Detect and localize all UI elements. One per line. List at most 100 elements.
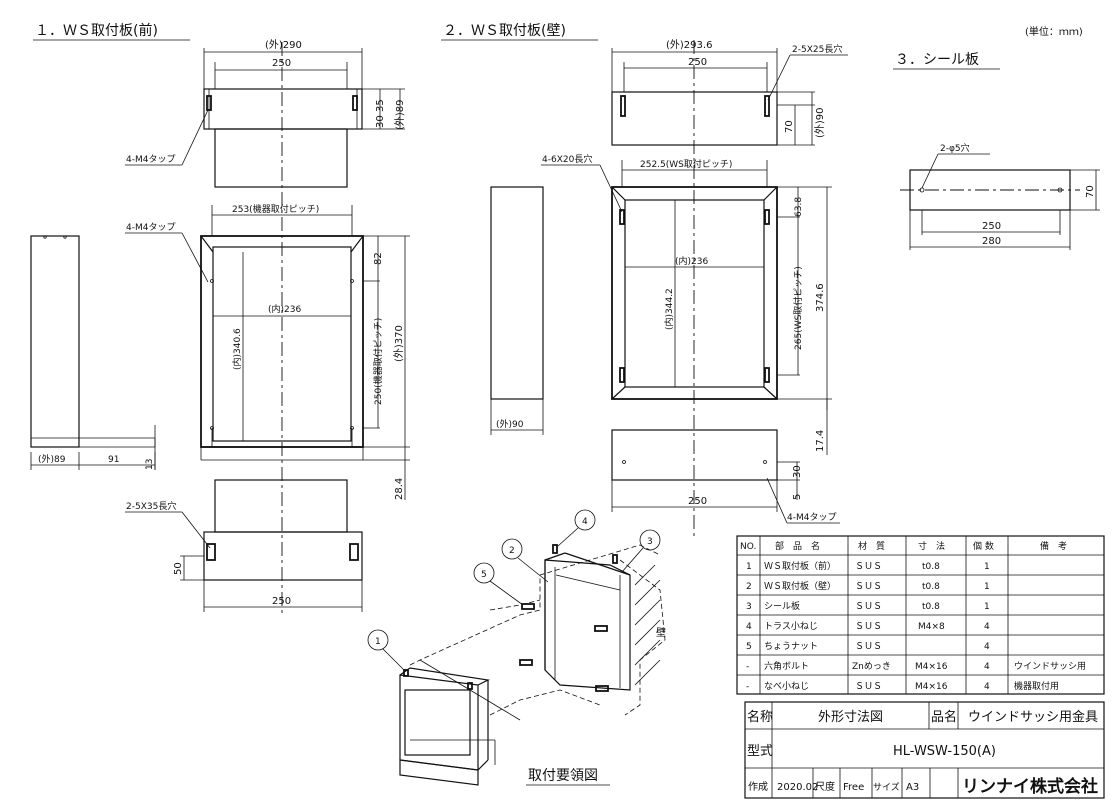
- table-row-7-mat: ＳＵＳ: [855, 682, 882, 692]
- tb-size-value: A3: [906, 782, 919, 793]
- table-row-3-qty: 1: [984, 602, 990, 612]
- table-row-3-mat: ＳＵＳ: [855, 602, 882, 612]
- dim-wall-374: 374.6: [815, 283, 826, 312]
- title-block: 名称 外形寸法図 品名 ウインドサッシ用金具 型式 HL-WSW-150(A) …: [744, 701, 1105, 799]
- table-row-2-qty: 1: [984, 582, 990, 592]
- tb-scale-label: 尺度: [815, 780, 835, 793]
- table-row-3-size: t0.8: [922, 602, 940, 612]
- th-size: 寸 法: [918, 540, 945, 552]
- tb-name-value: 外形寸法図: [818, 710, 883, 725]
- assembly-diagram: 壁 1 2 3 4 5 取付要領図: [367, 509, 666, 786]
- table-row-7-qty: 4: [984, 682, 990, 692]
- table-row-1-qty: 1: [984, 562, 990, 572]
- dim-side-91: 91: [108, 455, 119, 465]
- front-tap-label-1: 4-M4タップ: [126, 154, 175, 165]
- dim-front-pitch-253: 253(機器取付ピッチ): [232, 203, 319, 215]
- dim-wall-pitch-252: 252.5(WS取付ピッチ): [640, 159, 732, 170]
- table-row-1-name: ＷＳ取付板（前）: [764, 560, 836, 572]
- table-row-7-remarks: 機器取付用: [1014, 680, 1059, 692]
- tb-model-value: HL-WSW-150(A): [893, 744, 996, 759]
- dim-front-inner-340: (内)340.6: [231, 328, 243, 370]
- dim-wall-inner-236: (内)236: [675, 255, 708, 267]
- table-row-6-size: M4×16: [915, 662, 948, 672]
- dim-seal-250: 250: [982, 221, 1001, 232]
- balloon-5: [473, 562, 495, 584]
- th-no: NO.: [740, 542, 756, 552]
- front-view-title: １．ＷＳ取付板(前): [35, 22, 158, 39]
- dim-side-13: 13: [145, 459, 155, 470]
- dim-wall-5: 5: [792, 494, 803, 500]
- dim-front-28: 28.4: [394, 478, 405, 500]
- balloon-3-label: 3: [647, 537, 653, 547]
- wall-view-title: ２．ＷＳ取付板(壁): [443, 23, 566, 39]
- table-row-7-size: M4×16: [915, 682, 948, 692]
- front-plate-views: (外)290 250 35 30 (外)89 4-M4タップ: [30, 39, 410, 615]
- table-row-4-name: トラス小ねじ: [764, 621, 818, 632]
- balloon-2: [501, 538, 523, 560]
- front-slot-label: 2-5X35長穴: [126, 500, 176, 512]
- seal-hole-label: 2-φ5穴: [940, 142, 970, 154]
- assembly-caption: 取付要領図: [528, 767, 598, 784]
- table-row-3-name: シール板: [764, 600, 800, 612]
- table-row-4-qty: 4: [984, 622, 990, 632]
- dim-wall-70: 70: [784, 120, 795, 133]
- balloon-1-label: 1: [375, 637, 381, 647]
- table-row-6-no: -: [746, 662, 749, 672]
- table-row-1-size: t0.8: [922, 562, 940, 572]
- table-row-5-name: ちょうナット: [764, 641, 818, 652]
- balloon-4-label: 4: [582, 517, 588, 527]
- balloon-3: [639, 529, 661, 551]
- th-remarks: 備 考: [1040, 540, 1067, 552]
- tb-made-value: 2020.02: [777, 782, 818, 793]
- dim-wall-63: 63.8: [794, 197, 804, 217]
- dim-front-50: 50: [173, 562, 184, 575]
- table-row-4-size: M4×8: [918, 622, 945, 632]
- dim-wall-inner-344: (内)344.2: [663, 288, 675, 330]
- table-row-3-no: 3: [746, 602, 752, 612]
- table-row-1-mat: ＳＵＳ: [855, 562, 882, 572]
- table-row-5-no: 5: [746, 642, 752, 652]
- wall-tap-label: 4-M4タップ: [787, 512, 836, 523]
- table-row-2-no: 2: [746, 582, 752, 592]
- dim-front-250-top: 250: [272, 58, 291, 69]
- table-row-2-mat: ＳＵＳ: [855, 582, 882, 592]
- tb-product-value: ウインドサッシ用金具: [968, 709, 1098, 725]
- tb-name-label: 名称: [747, 709, 773, 725]
- tb-company: リンナイ株式会社: [962, 776, 1098, 797]
- table-row-6-name: 六角ボルト: [764, 660, 809, 672]
- seal-plate-view: 2-φ5穴 70 250 280: [900, 142, 1100, 250]
- balloon-2-label: 2: [509, 546, 515, 556]
- table-row-6-mat: Znめっき: [852, 661, 891, 672]
- dim-wall-17: 17.4: [815, 430, 826, 452]
- dim-wall-outer-293: (外)293.6: [666, 39, 712, 51]
- table-row-7-no: -: [746, 682, 749, 692]
- front-tap-label-2: 4-M4タップ: [126, 222, 175, 233]
- table-row-2-size: t0.8: [922, 582, 940, 592]
- dim-wall-outer-90-v: (外)90: [814, 107, 826, 138]
- dim-front-30: 30: [375, 115, 386, 128]
- dim-front-bottom-250: 250: [272, 596, 291, 607]
- wall-slot-label-2: 4-6X20長穴: [542, 153, 592, 165]
- balloon-4: [574, 509, 596, 531]
- wall-plate-views: (外)293.6 250 2-5X25長穴 70 (外)90 (外)90: [490, 39, 848, 540]
- dim-seal-280: 280: [982, 236, 1001, 247]
- tb-model-label: 型式: [747, 744, 773, 759]
- th-material: 材 質: [858, 540, 885, 552]
- parts-table: NO. 部 品 名 材 質 寸 法 個 数 備 考 1 ＷＳ取付板（前） ＳＵＳ…: [736, 535, 1105, 695]
- table-row-7-name: なべ小ねじ: [764, 681, 809, 692]
- table-row-4-mat: ＳＵＳ: [855, 622, 882, 632]
- table-row-5-qty: 4: [984, 642, 990, 652]
- dim-front-outer-370: (外)370: [393, 325, 405, 362]
- table-row-5-mat: ＳＵＳ: [855, 642, 882, 652]
- dim-side-outer-89: (外)89: [38, 453, 66, 465]
- dim-front-outer-290: (外)290: [265, 39, 302, 51]
- table-row-4-no: 4: [746, 622, 752, 632]
- dim-seal-70: 70: [1085, 185, 1096, 198]
- dim-wall-pitch-265: 265(WS取付ピッチ): [793, 266, 804, 350]
- wall-slot-label: 2-5X25長穴: [792, 43, 842, 55]
- tb-scale-value: Free: [843, 782, 864, 793]
- dim-front-outer-89-v: (外)89: [394, 99, 406, 130]
- dim-wall-30: 30: [792, 465, 803, 478]
- table-row-1-no: 1: [746, 562, 752, 572]
- table-row-2-name: ＷＳ取付板（壁）: [764, 580, 836, 592]
